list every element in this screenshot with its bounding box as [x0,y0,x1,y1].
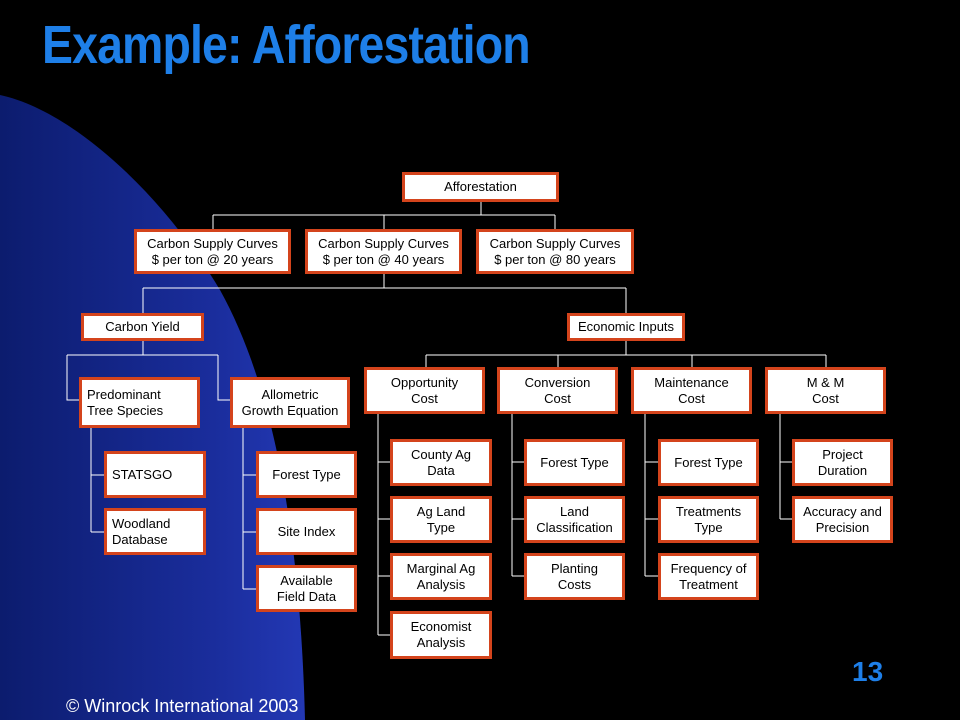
node-woodland-database: Woodland Database [104,508,206,555]
node-county-ag-data: County Ag Data [390,439,492,486]
node-land-classification: Land Classification [524,496,625,543]
node-site-index: Site Index [256,508,357,555]
node-planting-costs: Planting Costs [524,553,625,600]
node-available-field-data: Available Field Data [256,565,357,612]
node-ag-land-type: Ag Land Type [390,496,492,543]
copyright-notice: © Winrock International 2003 [66,696,299,716]
node-conversion-cost: Conversion Cost [497,367,618,414]
node-economist-analysis: Economist Analysis [390,611,492,659]
node-treatments-type: Treatments Type [658,496,759,543]
page-number: 13 [852,656,884,687]
node-opportunity-cost: Opportunity Cost [364,367,485,414]
node-forest-type-maintenance: Forest Type [658,439,759,486]
node-carbon-supply-curves-20: Carbon Supply Curves $ per ton @ 20 year… [134,229,291,274]
node-allometric-growth-equation: Allometric Growth Equation [230,377,350,428]
node-carbon-yield: Carbon Yield [81,313,204,341]
node-accuracy-and-precision: Accuracy and Precision [792,496,893,543]
node-maintenance-cost: Maintenance Cost [631,367,752,414]
node-carbon-supply-curves-40: Carbon Supply Curves $ per ton @ 40 year… [305,229,462,274]
slide-title: Example: Afforestation [42,15,531,75]
node-forest-type-conversion: Forest Type [524,439,625,486]
node-frequency-of-treatment: Frequency of Treatment [658,553,759,600]
node-forest-type-allometric: Forest Type [256,451,357,498]
node-afforestation: Afforestation [402,172,559,202]
node-project-duration: Project Duration [792,439,893,486]
node-economic-inputs: Economic Inputs [567,313,685,341]
node-m-and-m-cost: M & M Cost [765,367,886,414]
node-predominant-tree-species: Predominant Tree Species [79,377,200,428]
node-carbon-supply-curves-80: Carbon Supply Curves $ per ton @ 80 year… [476,229,634,274]
node-statsgo: STATSGO [104,451,206,498]
node-marginal-ag-analysis: Marginal Ag Analysis [390,553,492,600]
